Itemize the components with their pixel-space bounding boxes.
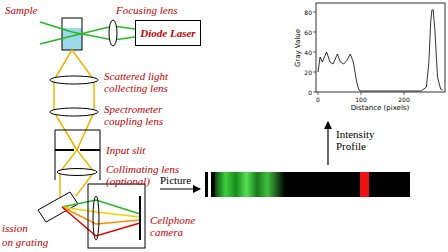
slit xyxy=(55,149,74,151)
intensity-profile xyxy=(318,10,443,91)
arrow xyxy=(160,188,200,189)
tick-label: 40 xyxy=(304,49,312,56)
tick-label: 0 xyxy=(316,96,320,103)
part-label: Cellphone camera xyxy=(150,214,202,238)
part-label: Focusing lens xyxy=(116,4,177,16)
part-label: Input slit xyxy=(106,144,145,156)
spectrum-band xyxy=(215,172,285,197)
axis-title: Gray Value xyxy=(294,29,302,67)
housing xyxy=(55,130,100,180)
part-label: Spectrometer coupling lens xyxy=(104,103,174,127)
coupling-lens xyxy=(50,108,98,116)
scattered-light xyxy=(54,50,94,200)
tick-label: 20 xyxy=(304,69,312,76)
arrow xyxy=(327,122,328,165)
ticks xyxy=(313,12,404,95)
tick-label: 60 xyxy=(304,29,312,36)
laser-beam xyxy=(40,22,135,44)
slit xyxy=(80,149,100,151)
plot-frame xyxy=(316,3,445,92)
spectrum-band xyxy=(360,172,369,197)
tick-label: 100 xyxy=(355,96,366,103)
caption-text: Picture xyxy=(160,174,191,186)
spectrum-image xyxy=(205,172,410,197)
tick-label: 0 xyxy=(308,89,312,96)
camera-sensor xyxy=(139,196,141,240)
part-label: Sample xyxy=(5,4,37,16)
grating xyxy=(38,192,78,222)
caption-text: Intensity Profile xyxy=(336,128,391,152)
box-label: Diode Laser xyxy=(140,27,195,39)
tick-label: 80 xyxy=(304,9,312,16)
laser-box: Diode Laser xyxy=(135,20,201,46)
focusing-lens xyxy=(109,20,117,46)
collecting-lens xyxy=(50,76,98,84)
camera-body xyxy=(88,184,145,248)
tick-label: 200 xyxy=(398,96,409,103)
part-label: Scattered light collecting lens xyxy=(104,70,186,94)
dispersed-rays xyxy=(62,200,140,236)
part-label: ission xyxy=(2,222,28,234)
spectrum-band xyxy=(208,172,211,197)
collimating-lens xyxy=(57,169,97,176)
part-label: on grating xyxy=(2,236,48,248)
camera-lens xyxy=(93,196,99,240)
axis-title: Distance (pixels) xyxy=(351,104,410,112)
